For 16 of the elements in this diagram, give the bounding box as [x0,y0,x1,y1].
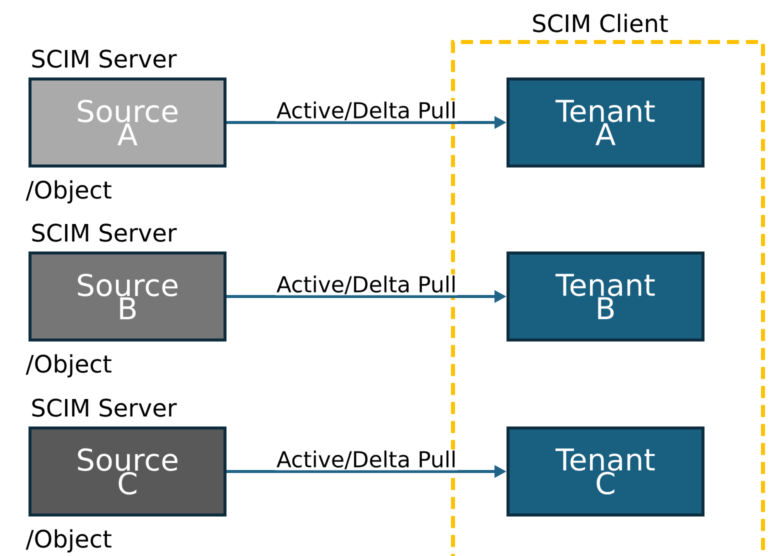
tenant-box: Tenant C [506,426,704,516]
box-heading: SCIM Server [32,398,177,417]
box-caption: /Object [26,354,112,378]
source-box: Source B [28,252,226,342]
source-box: Source C [28,426,226,516]
box-heading: SCIM Server [32,224,177,242]
edge-label: Active/Delta Pull [275,450,458,470]
box-caption: /Object [26,180,112,204]
box-heading: SCIM Server [32,50,177,68]
box-caption: /Object [26,529,112,552]
tenant-box: Tenant B [506,252,704,342]
tenant-box: Tenant A [506,78,704,168]
container-label: SCIM Client [533,14,668,32]
source-box: Source A [28,78,226,168]
edge-label: Active/Delta Pull [275,100,458,122]
edge-label: Active/Delta Pull [275,274,458,296]
